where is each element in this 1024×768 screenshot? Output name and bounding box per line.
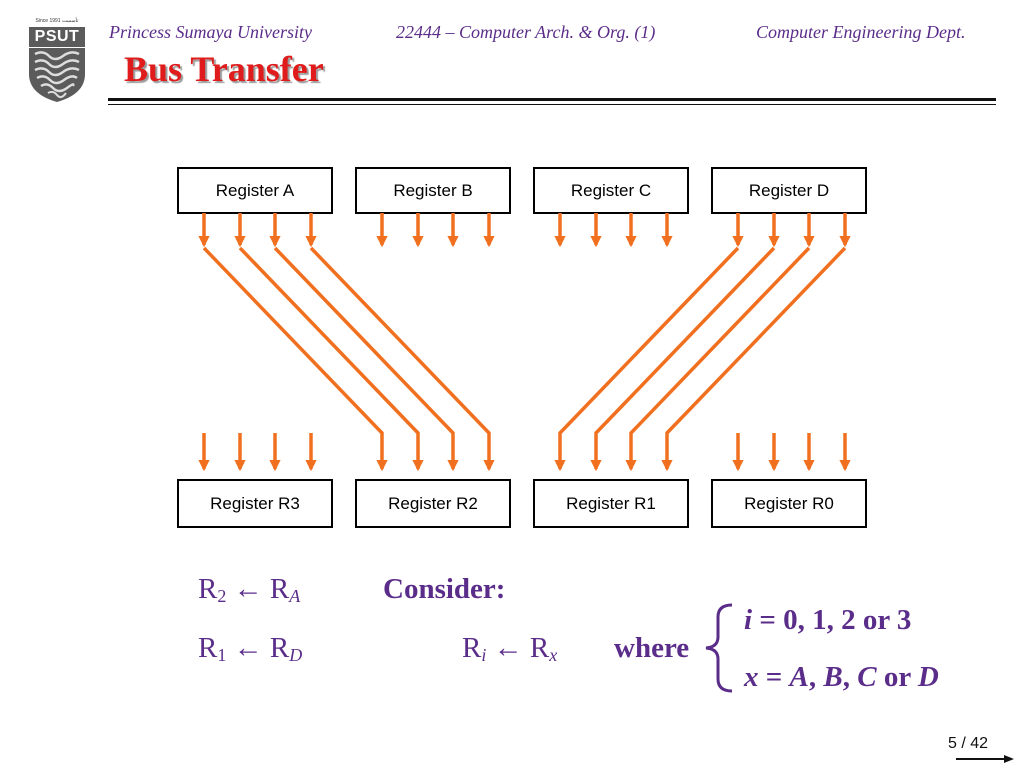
header-divider-thin	[108, 104, 996, 105]
condition-i: i = 0, 1, 2 or 3	[744, 604, 912, 636]
header-course: 22444 – Computer Arch. & Org. (1)	[396, 22, 656, 42]
logo-shield-icon	[29, 48, 85, 102]
svg-text:Register A: Register A	[216, 181, 295, 200]
svg-text:Register R3: Register R3	[210, 494, 300, 513]
logo-wordmark: PSUT	[29, 27, 85, 47]
svg-text:Register R1: Register R1	[566, 494, 656, 513]
source-output-arrows	[198, 213, 851, 248]
condition-x: x = A, B, C or D	[744, 661, 939, 693]
dest-register-r3: Register R3	[177, 479, 333, 528]
dest-register-r2: Register R2	[355, 479, 511, 528]
header-university: Princess Sumaya University	[109, 22, 312, 42]
slide-title: Bus Transfer	[124, 49, 324, 89]
transfer-r2-from-ra: R2 ← RA	[198, 573, 301, 606]
source-register-d: Register D	[711, 167, 867, 214]
next-arrow-icon[interactable]	[956, 754, 1016, 764]
svg-text:Register D: Register D	[749, 181, 829, 200]
source-register-c: Register C	[533, 167, 689, 214]
page-number: 5 / 42	[948, 735, 989, 752]
svg-text:Register R2: Register R2	[388, 494, 478, 513]
curly-brace-icon	[705, 603, 733, 693]
svg-text:Register B: Register B	[393, 181, 472, 200]
dest-input-arrows	[198, 433, 851, 472]
header-divider-thick	[108, 98, 996, 101]
bus-wires-a-to-r2	[202, 246, 495, 472]
source-register-b: Register B	[355, 167, 511, 214]
svg-text:Register R0: Register R0	[744, 494, 834, 513]
psut-logo: Since 1991 تأسست PSUT	[26, 18, 88, 104]
where-label: where	[614, 632, 690, 664]
dest-register-r0: Register R0	[711, 479, 867, 528]
transfer-r1-from-rd: R1 ← RD	[198, 632, 303, 665]
header-department: Computer Engineering Dept.	[756, 22, 966, 42]
consider-label: Consider:	[383, 573, 506, 605]
logo-since-text: Since 1991 تأسست	[35, 18, 79, 24]
svg-text:Register C: Register C	[571, 181, 651, 200]
dest-register-r1: Register R1	[533, 479, 689, 528]
source-register-a: Register A	[177, 167, 333, 214]
bus-wires-d-to-r1	[554, 246, 847, 472]
general-transfer: Ri ← Rx	[462, 632, 558, 665]
